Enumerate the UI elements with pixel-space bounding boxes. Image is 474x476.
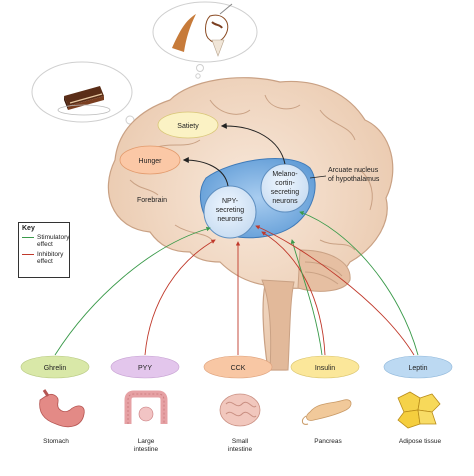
- ice-cream-icon: [172, 3, 233, 57]
- insulin-stimulatory-line: [290, 239, 323, 356]
- insulin-label: Insulin: [315, 365, 335, 372]
- cck-label: CCK: [231, 365, 246, 372]
- large-intestine-label-line2: intestine: [134, 446, 159, 453]
- inhibitory-label-line2: effect: [37, 258, 53, 265]
- arcuate-leader-line: [309, 175, 327, 179]
- hormone-insulin: Insulin: [290, 355, 360, 379]
- hormone-cck: CCK: [203, 355, 273, 379]
- melano-label-line4: neurons: [272, 198, 298, 205]
- thought-bubble-treats: [152, 1, 258, 79]
- large-intestine-icon: [124, 390, 168, 424]
- forebrain-label: Forebrain: [137, 197, 167, 204]
- stimulatory-line-swatch: [22, 237, 34, 238]
- ghrelin-label: Ghrelin: [44, 365, 67, 372]
- stimulatory-label: Stimulatory effect: [37, 234, 70, 248]
- satiety-center: Satiety: [157, 111, 219, 139]
- hunger-center: Hunger: [119, 145, 181, 175]
- npy-label-line3: neurons: [217, 216, 243, 223]
- small-intestine-icon: [219, 393, 261, 427]
- npy-label-line2: secreting: [216, 207, 245, 214]
- leptin-inhibitory-line: [255, 225, 415, 356]
- hormone-pyy: PYY: [110, 355, 180, 379]
- pancreas-label: Pancreas: [314, 438, 342, 445]
- melanocortin-secreting-neurons: Melano- cortin- secreting neurons: [260, 163, 310, 213]
- hunger-label: Hunger: [139, 158, 163, 165]
- hormone-leptin: Leptin: [383, 355, 453, 379]
- arcuate-label-line1: Arcuate nucleus: [328, 167, 379, 174]
- stimulatory-label-line1: Stimulatory: [37, 234, 70, 241]
- arrow-npy-to-hunger: [182, 157, 229, 187]
- melano-label-line3: secreting: [271, 189, 300, 196]
- leptin-stimulatory-line: [299, 211, 419, 356]
- pyy-inhibitory-line: [144, 239, 216, 356]
- npy-secreting-neurons: NPY- secreting neurons: [203, 185, 257, 239]
- melano-label-line1: Melano-: [272, 171, 298, 178]
- small-intestine-label-line2: intestine: [228, 446, 253, 453]
- stomach-label: Stomach: [43, 438, 69, 445]
- ghrelin-stimulatory-line: [54, 226, 211, 356]
- cake-icon: [57, 86, 111, 116]
- pancreas-icon: [301, 399, 352, 425]
- key-legend: Key Stimulatory effect Inhibitory effect: [18, 222, 70, 278]
- key-inhibitory-row: Inhibitory effect: [22, 251, 66, 265]
- inhibitory-label-line1: Inhibitory: [37, 251, 64, 258]
- satiety-label: Satiety: [177, 123, 199, 130]
- inhibitory-label: Inhibitory effect: [37, 251, 63, 265]
- arcuate-label-line2: of hypothalamus: [328, 176, 380, 183]
- stomach-icon: [39, 389, 85, 428]
- melano-label-line2: cortin-: [275, 180, 295, 187]
- npy-label-line1: NPY-: [222, 198, 239, 205]
- small-intestine-label-line1: Small: [232, 438, 249, 445]
- stimulatory-label-line2: effect: [37, 241, 53, 248]
- inhibitory-line-swatch: [22, 254, 34, 255]
- hormone-ghrelin: Ghrelin: [20, 355, 90, 379]
- key-stimulatory-row: Stimulatory effect: [22, 234, 70, 248]
- large-intestine-label-line1: Large: [138, 438, 155, 445]
- leptin-label: Leptin: [408, 365, 427, 372]
- key-title: Key: [22, 225, 35, 232]
- pyy-label: PYY: [138, 365, 152, 372]
- insulin-inhibitory-line: [261, 231, 326, 356]
- adipose-tissue-label: Adipose tissue: [399, 438, 442, 445]
- arrow-melanocortin-to-satiety: [220, 122, 286, 165]
- adipose-tissue-icon: [397, 391, 441, 429]
